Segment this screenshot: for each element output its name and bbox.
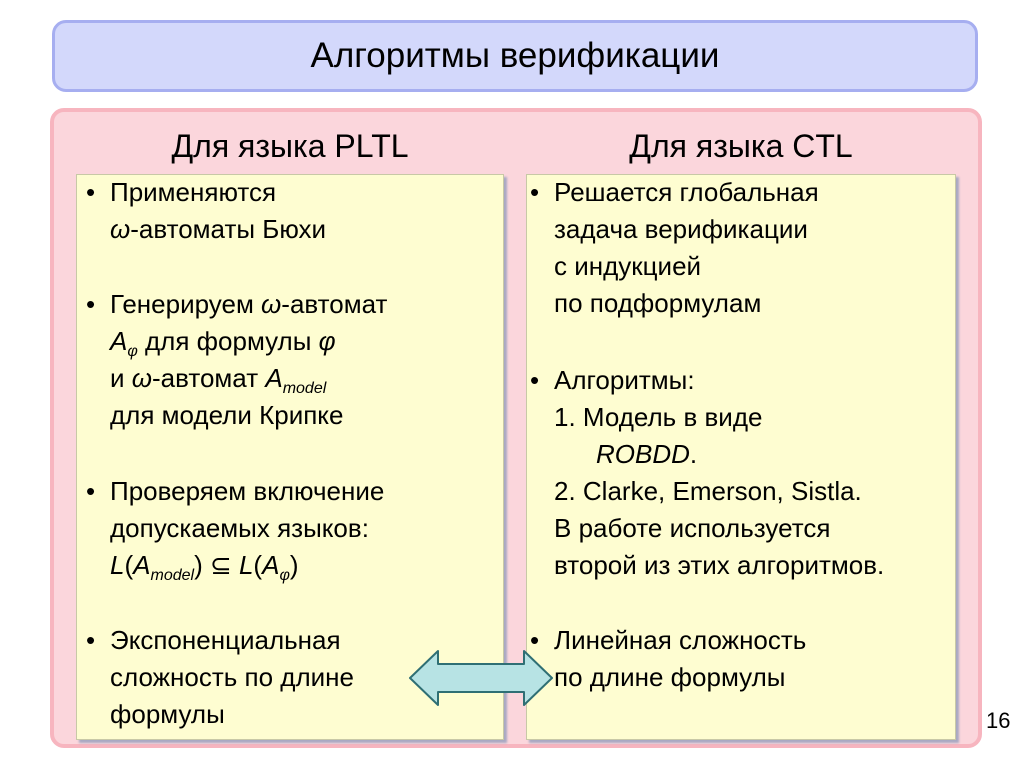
text-line: 2. Clarke, Emerson, Sistla. (554, 476, 862, 506)
text-line: для модели Крипке (110, 400, 344, 430)
right-item-2: Алгоритмы: 1. Модель в виде ROBDD. 2. Cl… (554, 362, 884, 584)
text-line: Проверяем включение (110, 476, 385, 506)
left-item-1: Применяются ω-автоматы Бюхи (110, 174, 326, 248)
text-line: Линейная сложность (554, 625, 807, 655)
left-item-3: Проверяем включение допускаемых языков: … (110, 473, 384, 584)
title-box: Алгоритмы верификации (52, 20, 978, 92)
left-item-2: Генерируем ω-автомат Aφ для формулы φ и … (110, 286, 387, 434)
text-line: формулы (110, 699, 225, 729)
text-fragment: -автоматы Бюхи (130, 214, 327, 244)
left-item-4: Экспоненциальная сложность по длине форм… (110, 622, 354, 733)
bullet: • (86, 177, 96, 207)
text-line: Применяются (110, 177, 277, 207)
right-panel (526, 174, 956, 740)
right-heading: Для языка CTL (629, 128, 853, 164)
text-line: L(Amodel) ⊆ L(Aφ) (110, 550, 299, 584)
text-line: ROBDD. (596, 439, 698, 469)
text-line: сложность по длине (110, 662, 354, 692)
text-line: по длине формулы (554, 662, 786, 692)
right-item-1: Решается глобальная задача верификации с… (554, 174, 819, 322)
text-line: Экспоненциальная (110, 625, 341, 655)
bullet: • (530, 625, 540, 655)
left-panel (76, 174, 504, 740)
text-line: с индукцией (554, 251, 702, 281)
text-line: В работе используется (554, 513, 831, 543)
right-item-3: Линейная сложность по длине формулы (554, 622, 806, 696)
double-arrow-icon (409, 650, 553, 706)
text-line: задача верификации (554, 214, 808, 244)
text-line: ω-автоматы Бюхи (110, 214, 327, 244)
robdd-text: ROBDD (596, 439, 690, 469)
slide-title: Алгоритмы верификации (310, 36, 720, 75)
bullet: • (86, 476, 96, 506)
text-line: второй из этих алгоритмов. (554, 550, 885, 580)
text-line: Алгоритмы: (554, 365, 695, 395)
text-line: Aφ для формулы φ (110, 326, 336, 360)
text-line: Генерируем ω-автомат (110, 289, 388, 319)
bullet: • (530, 365, 540, 395)
text-line: Решается глобальная (554, 177, 819, 207)
text-line: допускаемых языков: (110, 513, 369, 543)
bullet: • (530, 177, 540, 207)
text-line: 1. Модель в виде (554, 402, 763, 432)
page-number: 16 (986, 708, 1011, 733)
text-line: и ω-автомат Amodel (110, 363, 327, 397)
bullet: • (86, 625, 96, 655)
left-heading: Для языка PLTL (171, 128, 409, 164)
text-line: по подформулам (554, 288, 762, 318)
bullet: • (86, 289, 96, 319)
